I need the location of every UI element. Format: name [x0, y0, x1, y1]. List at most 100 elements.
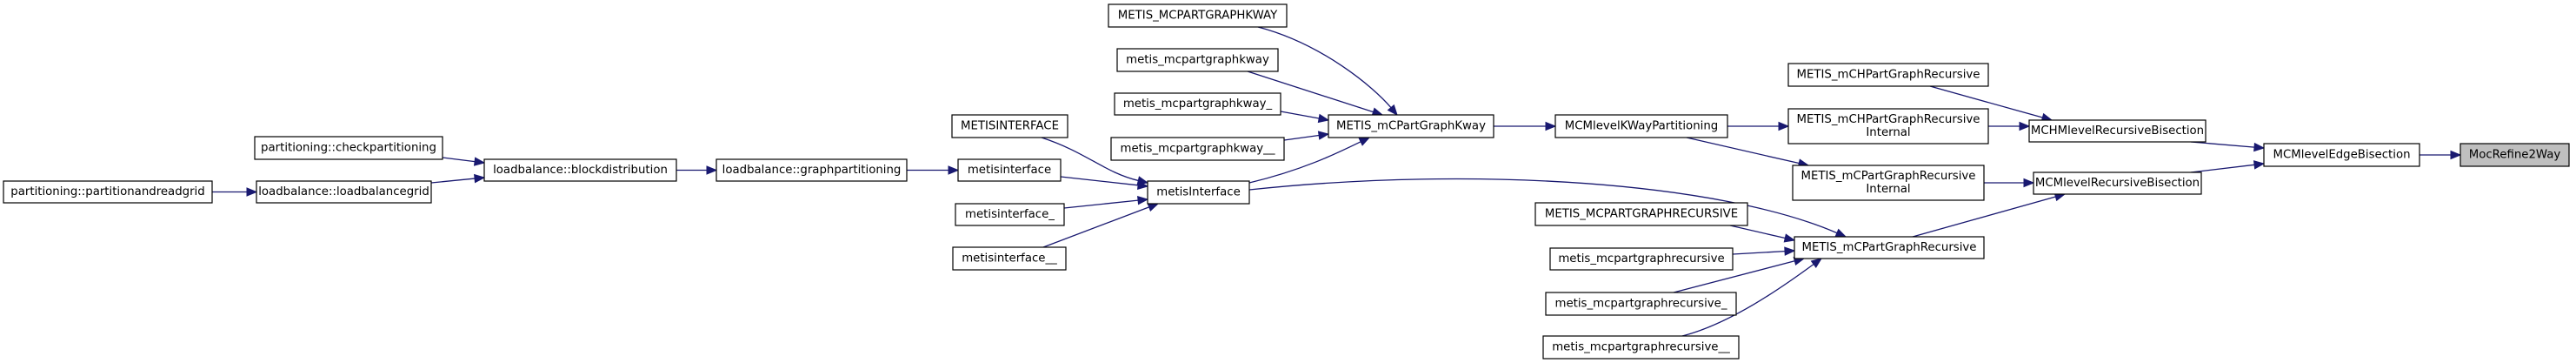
node-label: MCMlevelEdgeBisection [2273, 149, 2410, 162]
arrowhead-icon [1545, 121, 1557, 131]
edge-line [1248, 141, 1361, 184]
node-label: metis_mcpartgraphrecursive [1558, 252, 1724, 266]
edge-line [1681, 263, 1814, 337]
edge-metis-mcpartgraphrecursive-to-metis-mcpartgraphrecursive [1681, 258, 1823, 337]
arrowhead-icon [1810, 258, 1823, 269]
node-metis-mcpartgraphrecursive[interactable]: metis_mcpartgraphrecursive__ [1542, 335, 1740, 360]
node-metis-mcpartgraphrecursive[interactable]: metis_mcpartgraphrecursive [1549, 247, 1734, 271]
edge-line [1063, 199, 1139, 209]
node-blockdistribution[interactable]: loadbalance::blockdistribution [483, 158, 677, 182]
node-mcmlevelkwaypartitioning[interactable]: MCMlevelKWayPartitioning [1554, 114, 1728, 138]
arrowhead-icon [1317, 131, 1330, 140]
edge-line [1280, 111, 1320, 119]
node-box [1787, 63, 1989, 87]
edge-line [1729, 225, 1786, 239]
node-mcmlevelrecursivebisection[interactable]: MCMlevelRecursiveBisection [2033, 171, 2202, 195]
edge-metis-mchpartgraphrecursiveinternal-to-mchmlevelrecursivebisection [1988, 121, 2031, 131]
edge-mchmlevelrecursivebisection-to-mcmleveledgebisection [2190, 141, 2266, 152]
arrowhead-icon [1784, 246, 1796, 256]
edge-graphpartitioning-to-metisinterface [907, 165, 960, 175]
edge-line [1929, 85, 2043, 118]
node-label: metisinterface [968, 164, 1051, 177]
arrowhead-icon [2253, 142, 2266, 152]
node-metisinterface[interactable]: metisinterface [957, 158, 1062, 182]
node-metis-mcpartgraphkway[interactable]: metis_mcpartgraphkway__ [1110, 137, 1285, 161]
edge-line [1257, 26, 1392, 109]
node-box [254, 136, 443, 160]
node-box [1147, 180, 1250, 205]
edge-line [1041, 137, 1139, 182]
node-label: METIS_mCHPartGraphRecursive [1797, 69, 1980, 82]
edge-metis-mcpartgraphkway-to-metis-mcpartgraphkway [1283, 131, 1330, 141]
node-metisinterface[interactable]: metisinterface__ [952, 246, 1067, 271]
edge-metis-mcpartgraphrecursiveinternal-to-mcmlevelrecursivebisection [1984, 178, 2035, 188]
node-metis-mchpartgraphrecursive[interactable]: METIS_mCHPartGraphRecursive [1787, 63, 1989, 87]
node-mchmlevelrecursivebisection[interactable]: MCHMlevelRecursiveBisection [2028, 119, 2207, 143]
node-metis-mcpartgraphrecursive[interactable]: METIS_mCPartGraphRecursive [1794, 236, 1985, 259]
edge-line [1248, 178, 1838, 234]
node-box [1794, 236, 1985, 259]
edge-mcmleveledgebisection-to-mocrefine2way [2420, 150, 2462, 160]
edges-layer [212, 26, 2462, 337]
edge-line [2190, 164, 2255, 173]
node-metis-mcpartgraphkway[interactable]: METIS_mCPartGraphKway [1328, 114, 1494, 138]
node-box [1542, 335, 1740, 360]
node-metis-mcpartgraphrecursive[interactable]: metis_mcpartgraphrecursive_ [1545, 292, 1737, 316]
node-box [1114, 92, 1281, 116]
arrowhead-icon [1147, 203, 1160, 212]
node-label: metis_mcpartgraphrecursive__ [1552, 341, 1730, 354]
arrowhead-icon [1783, 233, 1796, 243]
node-metisinterface[interactable]: METISINTERFACE [951, 114, 1068, 138]
node-label: MCHMlevelRecursiveBisection [2031, 124, 2204, 138]
edge-checkpartitioning-to-blockdistribution [442, 157, 486, 166]
edge-line [1247, 71, 1374, 113]
node-metisinterface[interactable]: metisInterface [1147, 180, 1250, 205]
node-label: METIS_mCPartGraphRecursive [1801, 170, 1976, 183]
edge-line [1060, 176, 1139, 186]
arrowhead-icon [1358, 137, 1371, 146]
node-label: METIS_MCPARTGRAPHRECURSIVE [1545, 208, 1738, 221]
node-graphpartitioning[interactable]: loadbalance::graphpartitioning [716, 158, 908, 182]
node-metisinterface[interactable]: metisinterface_ [955, 203, 1065, 226]
node-label: MCMlevelKWayPartitioning [1565, 120, 1718, 133]
edge-mcmlevelrecursivebisection-to-mcmleveledgebisection [2190, 160, 2266, 173]
arrowhead-icon [1136, 180, 1149, 190]
node-loadbalancegrid[interactable]: loadbalance::loadbalancegrid [256, 180, 432, 204]
node-label: metis_mcpartgraphkway_ [1123, 97, 1273, 111]
node-metis-mcpartgraphkway[interactable]: metis_mcpartgraphkway_ [1114, 92, 1281, 116]
edge-metisinterface-to-metisinterface [1060, 176, 1149, 190]
node-box [1787, 108, 1989, 145]
node-box [951, 114, 1068, 138]
node-partitionandreadgrid[interactable]: partitioning::partitionandreadgrid [3, 180, 213, 204]
node-box [1545, 292, 1737, 316]
node-mocrefine2way: MocRefine2Way [2460, 143, 2570, 167]
node-label: MCMlevelRecursiveBisection [2035, 177, 2200, 190]
node-box [483, 158, 677, 182]
node-label: metisinterface__ [962, 252, 1057, 266]
node-box [1534, 202, 1748, 226]
node-metis-mcpartgraphrecursive[interactable]: METIS_MCPARTGRAPHRECURSIVE [1534, 202, 1748, 226]
edge-loadbalancegrid-to-blockdistribution [430, 173, 486, 184]
node-mcmleveledgebisection[interactable]: MCMlevelEdgeBisection [2263, 143, 2420, 167]
node-box [716, 158, 908, 182]
edge-line [1283, 134, 1320, 141]
node-label: MocRefine2Way [2469, 149, 2561, 162]
node-box [957, 158, 1062, 182]
node-metis-mcpartgraphkway[interactable]: METIS_MCPARTGRAPHKWAY [1108, 3, 1288, 28]
arrowhead-icon [2253, 160, 2266, 170]
node-box [1110, 137, 1285, 161]
node-label: metis_mcpartgraphkway__ [1121, 143, 1275, 156]
node-label: METIS_mCPartGraphRecursive [1802, 241, 1977, 254]
node-checkpartitioning[interactable]: partitioning::checkpartitioning [254, 136, 443, 160]
arrowhead-icon [246, 187, 258, 197]
arrowhead-icon [2023, 178, 2035, 188]
node-metis-mcpartgraphkway[interactable]: metis_mcpartgraphkway [1116, 48, 1279, 72]
arrowhead-icon [474, 173, 486, 184]
node-box [256, 180, 432, 204]
node-box [2028, 119, 2207, 143]
edge-blockdistribution-to-graphpartitioning [676, 165, 718, 175]
node-box [952, 246, 1067, 271]
edge-line [1042, 206, 1149, 248]
